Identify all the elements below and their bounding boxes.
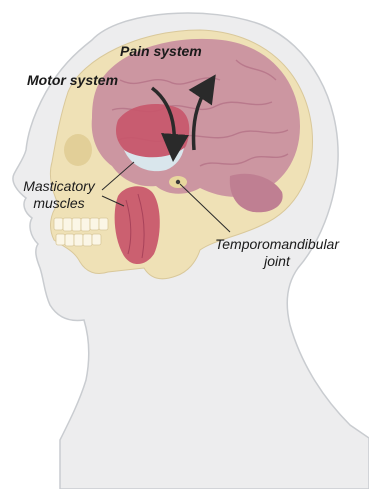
masticatory-label-line2: muscles bbox=[14, 195, 104, 212]
tmj-dot bbox=[176, 180, 180, 184]
masticatory-label-line1: Masticatory bbox=[14, 178, 104, 195]
tmj-label: Temporomandibular joint bbox=[204, 236, 350, 270]
motor-system-label: Motor system bbox=[27, 72, 118, 89]
masticatory-muscles-label: Masticatory muscles bbox=[14, 178, 104, 212]
tmj-label-line1: Temporomandibular bbox=[204, 236, 350, 253]
tmj-label-line2: joint bbox=[204, 253, 350, 270]
eye-socket bbox=[64, 134, 92, 166]
pain-system-label: Pain system bbox=[120, 43, 202, 60]
